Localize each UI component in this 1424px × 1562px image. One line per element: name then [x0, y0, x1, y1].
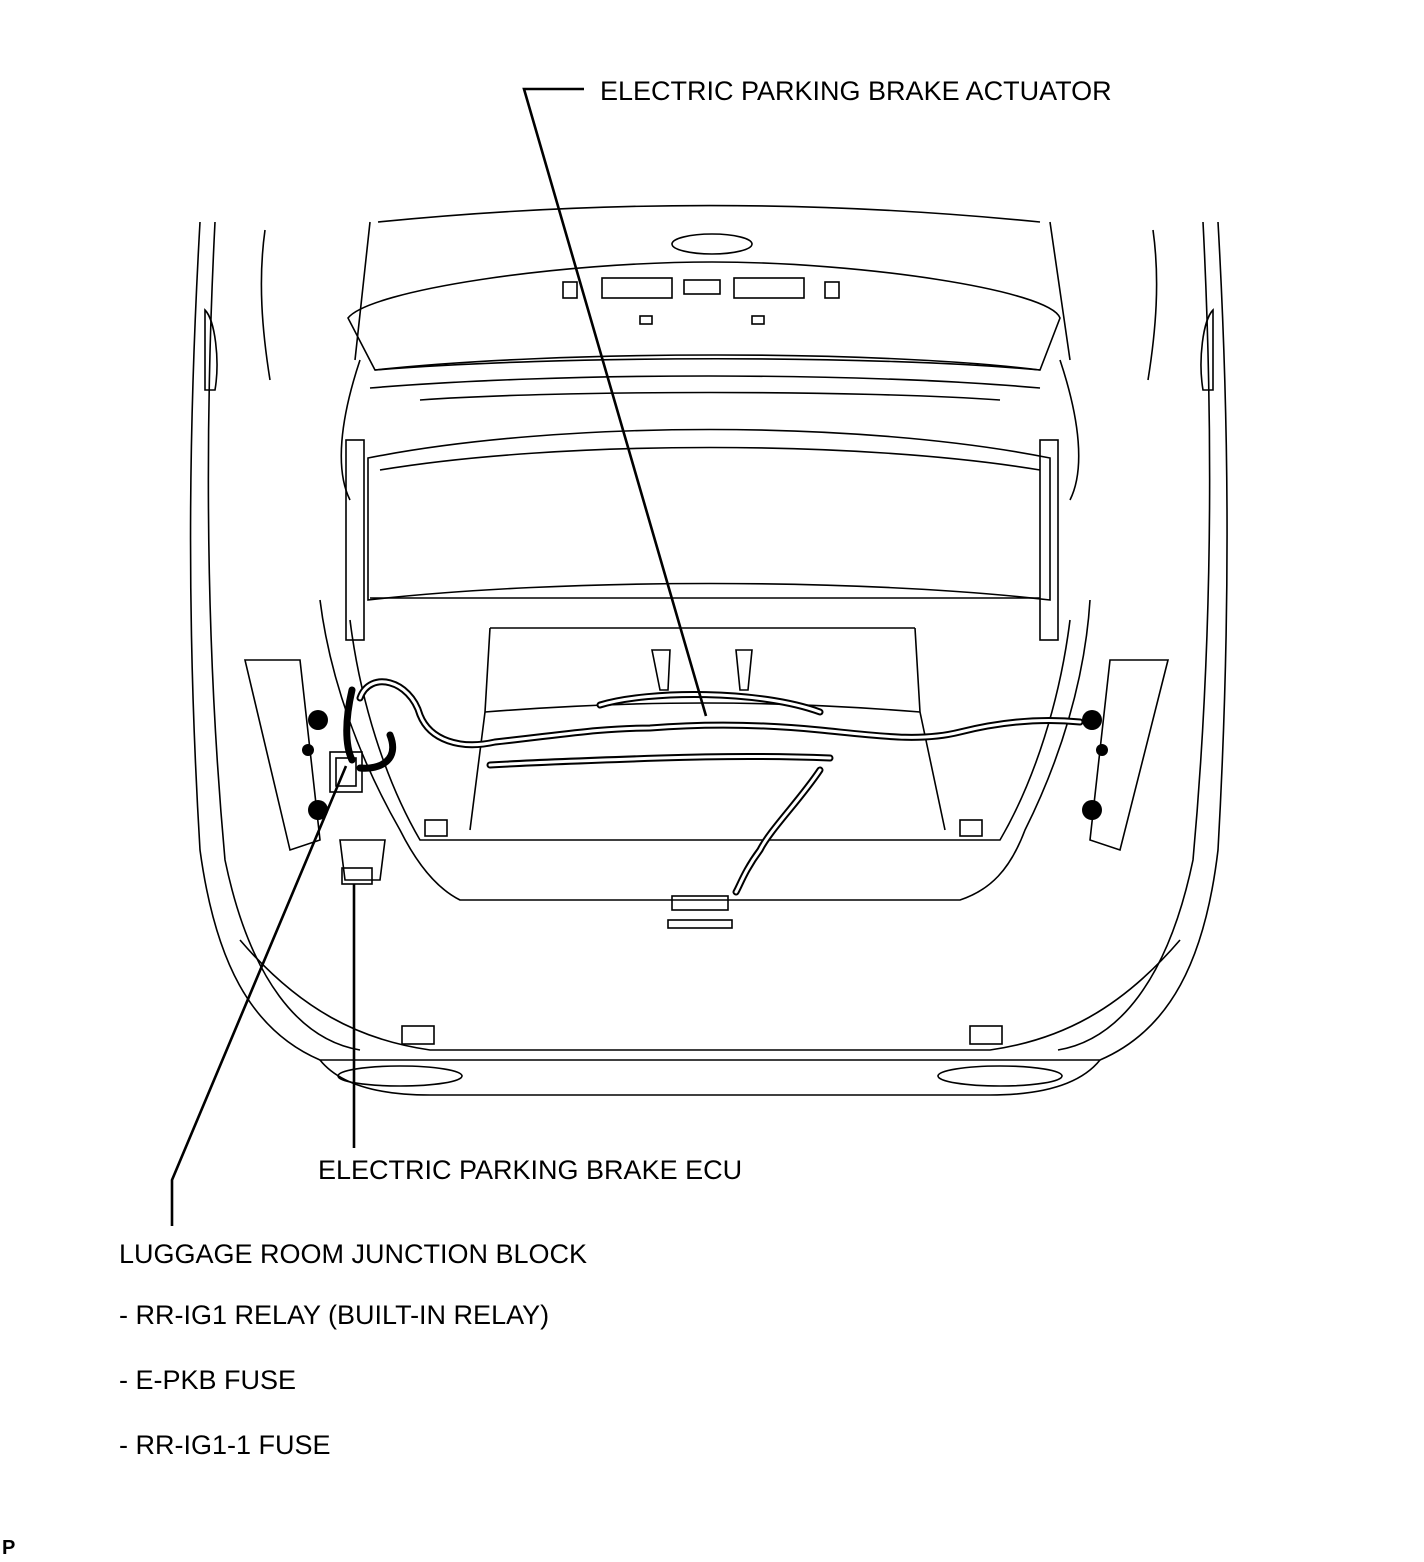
relay-label: - RR-IG1 RELAY (BUILT-IN RELAY): [119, 1300, 550, 1330]
wire-harness: [343, 678, 1084, 896]
junction-block-leader: [170, 765, 348, 1226]
corner-mark: P: [2, 1537, 16, 1559]
junction-block-label: LUGGAGE ROOM JUNCTION BLOCK: [119, 1239, 588, 1269]
actuator-label: ELECTRIC PARKING BRAKE ACTUATOR: [600, 76, 1112, 106]
ecu-label: ELECTRIC PARKING BRAKE ECU: [318, 1155, 743, 1185]
actuator-leader: [522, 87, 708, 717]
epkb-fuse-label: - E-PKB FUSE: [119, 1365, 297, 1395]
car-body-outline: [189, 204, 1228, 1096]
rrig1-fuse-label: - RR-IG1-1 FUSE: [119, 1430, 331, 1460]
